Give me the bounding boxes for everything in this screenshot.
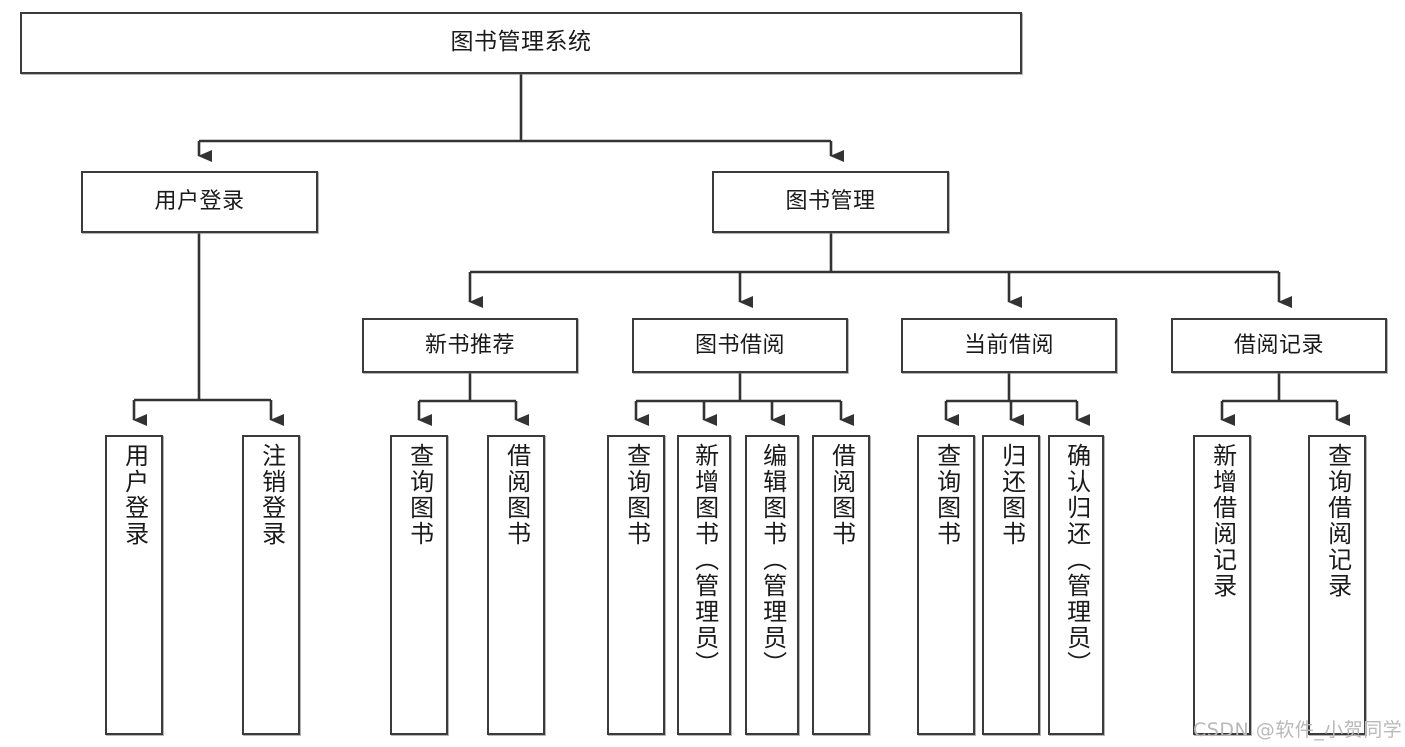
node-label: 图书借阅: [694, 332, 785, 358]
leaf-add-book-admin[interactable]: 新增图书（管理员）: [677, 435, 731, 735]
leaf-return-book[interactable]: 归还图书: [982, 435, 1040, 735]
node-label: 新书推荐: [424, 332, 515, 358]
node-label: 查询图书: [932, 443, 961, 547]
node-label: 新增图书（管理员）: [690, 443, 719, 677]
node-label: 当前借阅: [963, 332, 1054, 358]
node-label: 查询图书: [405, 443, 434, 547]
node-label: 归还图书: [997, 443, 1026, 547]
node-label: 新增借阅记录: [1208, 443, 1237, 599]
leaf-query-book-current[interactable]: 查询图书: [917, 435, 975, 735]
node-label: 确认归还（管理员）: [1062, 443, 1091, 677]
watermark-text: CSDN @软件_小贺同学: [1193, 719, 1403, 741]
leaf-add-borrow-record[interactable]: 新增借阅记录: [1193, 435, 1251, 735]
node-label: 图书管理: [785, 189, 876, 215]
node-current-borrow[interactable]: 当前借阅: [901, 318, 1117, 373]
node-label: 注销登录: [257, 443, 286, 547]
leaf-query-book-recommend[interactable]: 查询图书: [390, 435, 448, 735]
node-label: 用户登录: [154, 189, 245, 215]
node-label: 借阅记录: [1233, 332, 1324, 358]
leaf-user-login[interactable]: 用户登录: [105, 435, 163, 735]
leaf-confirm-return-admin[interactable]: 确认归还（管理员）: [1048, 435, 1104, 735]
leaf-query-book-borrow[interactable]: 查询图书: [607, 435, 665, 735]
node-book-borrow[interactable]: 图书借阅: [632, 318, 848, 373]
node-label: 借阅图书: [827, 443, 856, 547]
node-root-system[interactable]: 图书管理系统: [20, 12, 1022, 74]
node-label: 用户登录: [120, 443, 149, 547]
leaf-borrow-book-recommend[interactable]: 借阅图书: [487, 435, 545, 735]
node-label: 图书管理系统: [450, 29, 592, 56]
leaf-logout[interactable]: 注销登录: [242, 435, 300, 735]
node-label: 查询图书: [622, 443, 651, 547]
node-label: 查询借阅记录: [1323, 443, 1352, 599]
node-book-management[interactable]: 图书管理: [712, 171, 949, 233]
leaf-query-borrow-record[interactable]: 查询借阅记录: [1308, 435, 1366, 735]
leaf-edit-book-admin[interactable]: 编辑图书（管理员）: [745, 435, 799, 735]
leaf-borrow-book[interactable]: 借阅图书: [812, 435, 870, 735]
node-label: 编辑图书（管理员）: [758, 443, 787, 677]
node-user-login[interactable]: 用户登录: [81, 171, 318, 233]
node-new-book-recommend[interactable]: 新书推荐: [362, 318, 578, 373]
node-borrow-record[interactable]: 借阅记录: [1171, 318, 1387, 373]
node-label: 借阅图书: [502, 443, 531, 547]
